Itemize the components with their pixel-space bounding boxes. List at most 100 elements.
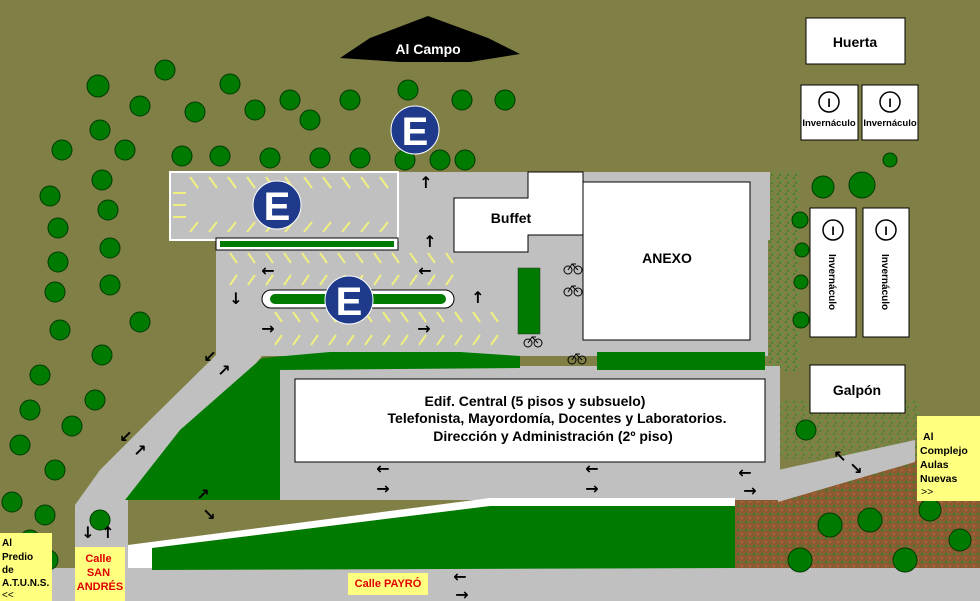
invernaculo-label: Invernáculo <box>802 118 856 129</box>
tree-icon <box>892 547 918 573</box>
tree-icon <box>44 281 66 303</box>
tree-icon <box>882 152 898 168</box>
parking-badge-top[interactable]: E <box>390 105 440 155</box>
direction-arrow-icon: → <box>455 585 468 601</box>
direction-arrow-icon: ↑ <box>419 173 432 192</box>
bicycle-icon <box>563 285 583 297</box>
tree-icon <box>44 459 66 481</box>
tree-icon <box>47 251 69 273</box>
direction-arrow-icon: → <box>376 479 389 498</box>
direction-arrow-icon: ↑ <box>423 232 436 251</box>
direction-arrow-icon: → <box>585 479 598 498</box>
calle-payro-label: Calle PAYRÓ <box>348 573 428 595</box>
svg-text:Al Complejo Aulas: Al Complejo Aulas Nuevas >> <box>920 431 971 498</box>
tree-icon <box>429 149 451 171</box>
direction-arrow-icon: → <box>743 481 756 500</box>
direction-arrow-icon: ↓ <box>229 289 242 308</box>
central-line-1: Edif. Central (5 pisos y subsuelo) <box>425 393 646 409</box>
parking-badge-lower-lot[interactable]: E <box>324 275 374 325</box>
parking-badge-upper-lot[interactable]: E <box>252 180 302 230</box>
central-line-3: Dirección y Administración (2º piso) <box>433 428 673 444</box>
galpon-label: Galpón <box>833 382 881 398</box>
tree-icon <box>171 145 193 167</box>
greenhouse-icon: I <box>822 219 844 241</box>
bicycle-icon <box>567 353 587 365</box>
tree-icon <box>29 364 51 386</box>
tree-icon <box>34 504 56 526</box>
al-predio-atuns-link[interactable]: Al Predio de A.T.U.N.S. << <box>0 533 52 601</box>
tree-icon <box>793 274 809 290</box>
tree-icon <box>848 171 876 199</box>
buffet-label: Buffet <box>491 210 532 226</box>
direction-arrow-icon: ← <box>738 463 751 482</box>
tree-icon <box>91 169 113 191</box>
shrub-strip <box>766 172 800 372</box>
lawn-left <box>125 352 520 500</box>
tree-icon <box>244 99 266 121</box>
svg-text:E: E <box>264 185 291 229</box>
galpon[interactable]: Galpón <box>809 364 906 414</box>
direction-arrow-icon: ← <box>453 567 466 586</box>
direction-arrow-icon: ← <box>585 459 598 478</box>
tree-icon <box>49 319 71 341</box>
tree-icon <box>99 274 121 296</box>
tree-icon <box>397 79 419 101</box>
direction-arrow-icon: ↗ <box>133 441 146 460</box>
lawn-strip-right <box>597 352 765 370</box>
al-campo-marker[interactable]: Al Campo <box>340 16 520 62</box>
lawns <box>125 237 765 570</box>
al-campo-label: Al Campo <box>395 41 460 57</box>
tree-icon <box>948 528 972 552</box>
tree-icon <box>309 147 331 169</box>
tree-icon <box>89 119 111 141</box>
tree-icon <box>129 311 151 333</box>
tree-icon <box>339 89 361 111</box>
invernaculo-2[interactable]: I Invernáculo <box>861 84 919 141</box>
tree-icon <box>791 211 809 229</box>
direction-arrow-icon: ↙ <box>119 427 132 446</box>
greenhouse-icon: I <box>875 219 897 241</box>
invernaculo-4[interactable]: I Invernáculo <box>862 207 910 338</box>
tree-icon <box>184 101 206 123</box>
invernaculo-label: Invernáculo <box>863 118 917 129</box>
tree-icon <box>787 547 813 573</box>
tree-icon <box>114 139 136 161</box>
invernaculo-3[interactable]: I Invernáculo <box>809 207 857 338</box>
tree-icon <box>84 389 106 411</box>
tree-icon <box>19 399 41 421</box>
tree-icon <box>299 109 321 131</box>
anexo[interactable]: ANEXO <box>582 181 751 341</box>
tree-icon <box>918 498 942 522</box>
svg-text:I: I <box>827 96 830 110</box>
svg-text:I: I <box>884 224 887 238</box>
invernaculo-1[interactable]: I Invernáculo <box>800 84 859 141</box>
huerta[interactable]: Huerta <box>805 17 906 65</box>
direction-arrow-icon: ↓ <box>81 523 94 542</box>
tree-icon <box>89 509 111 531</box>
al-complejo-aulas-nuevas-link[interactable]: Al Complejo Aulas Nuevas >> <box>917 416 980 501</box>
tree-icon <box>349 147 371 169</box>
tree-icon <box>99 237 121 259</box>
direction-arrow-icon: ← <box>261 261 274 280</box>
svg-text:Al Predio de: Al Predio de A.T.U.N.S. << <box>2 538 52 601</box>
svg-text:E: E <box>402 110 429 154</box>
central-line-2: Telefonista, Mayordomía, Docentes y Labo… <box>388 410 727 426</box>
tree-icon <box>39 185 61 207</box>
tree-icon <box>792 311 810 329</box>
anexo-label: ANEXO <box>642 250 692 266</box>
tree-icon <box>219 73 241 95</box>
direction-arrow-icon: ↗ <box>196 485 209 504</box>
bike-parking <box>523 263 587 365</box>
calle-san-andres-label: Calle SAN ANDRÉS <box>75 547 125 601</box>
svg-text:Calle PAYRÓ: Calle PAYRÓ <box>355 577 422 590</box>
direction-arrow-icon: ← <box>376 459 389 478</box>
svg-text:I: I <box>888 96 891 110</box>
buffet[interactable]: Buffet <box>453 171 584 253</box>
huerta-label: Huerta <box>833 34 878 50</box>
tree-icon <box>494 89 516 111</box>
edificio-central[interactable]: Edif. Central (5 pisos y subsuelo) Telef… <box>294 378 766 463</box>
direction-arrow-icon: ↙ <box>203 347 216 366</box>
traffic-arrows: ↑↑←←↓↑→→↙↗↙↗↗↘↓↑←→←→←→↖↘←→ <box>81 173 862 601</box>
lawn-bar <box>517 267 541 335</box>
